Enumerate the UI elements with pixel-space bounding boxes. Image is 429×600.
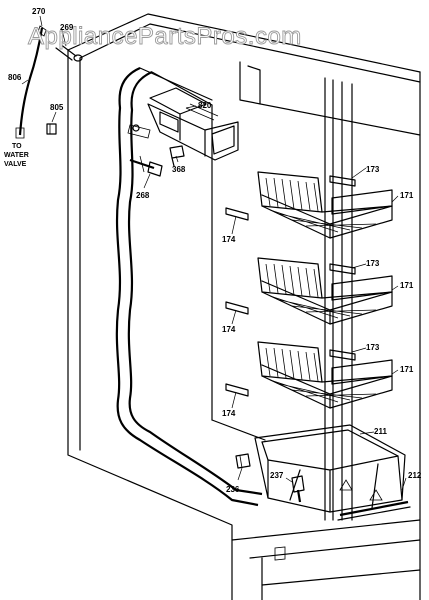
wire-basket-3 [257,341,393,409]
water-line [15,25,47,139]
callout-270: 270 [32,7,46,16]
cabinet-outline [67,13,421,600]
shelf-rails-left [225,207,249,397]
callout-237: 237 [270,471,284,480]
callout-236: 236 [226,485,240,494]
ice-bin [254,424,406,513]
callout-171-low: 171 [400,365,414,374]
callout-173-low: 173 [366,343,380,352]
water-valve-note: TO WATER VALVE [4,143,29,168]
note-line-3: VALVE [4,161,27,168]
callout-labels: 270 269 806 805 820 368 268 173 171 174 … [8,7,422,494]
callout-174-top: 174 [222,235,236,244]
callout-171-top: 171 [400,191,414,200]
note-line-2: WATER [4,152,29,159]
bin-handle [337,500,411,521]
icemaker-assembly [127,87,239,161]
watermark-text: AppliancePartsPros.com [28,23,302,50]
callout-212: 212 [408,471,422,480]
callout-368: 368 [172,165,186,174]
leader-lines [21,15,407,491]
liner-gasket [115,66,263,507]
clip-part [46,123,57,135]
shutoff-arm [129,155,163,177]
wire-basket-2 [257,257,393,325]
callout-173-mid: 173 [366,259,380,268]
note-line-1: TO [12,143,22,150]
callout-211: 211 [374,427,387,436]
callout-806: 806 [8,73,22,82]
tube-fitting [55,43,83,62]
callout-269: 269 [60,23,74,32]
wire-basket-1 [257,171,393,239]
callout-820: 820 [198,101,212,110]
callout-173-top: 173 [366,165,380,174]
shelf-rails-right [329,175,356,361]
callout-805: 805 [50,103,64,112]
callout-174-low: 174 [222,409,236,418]
callout-174-mid: 174 [222,325,236,334]
bracket-368 [169,145,185,167]
auger-parts [235,453,305,503]
callout-268: 268 [136,191,150,200]
callout-171-mid: 171 [400,281,414,290]
